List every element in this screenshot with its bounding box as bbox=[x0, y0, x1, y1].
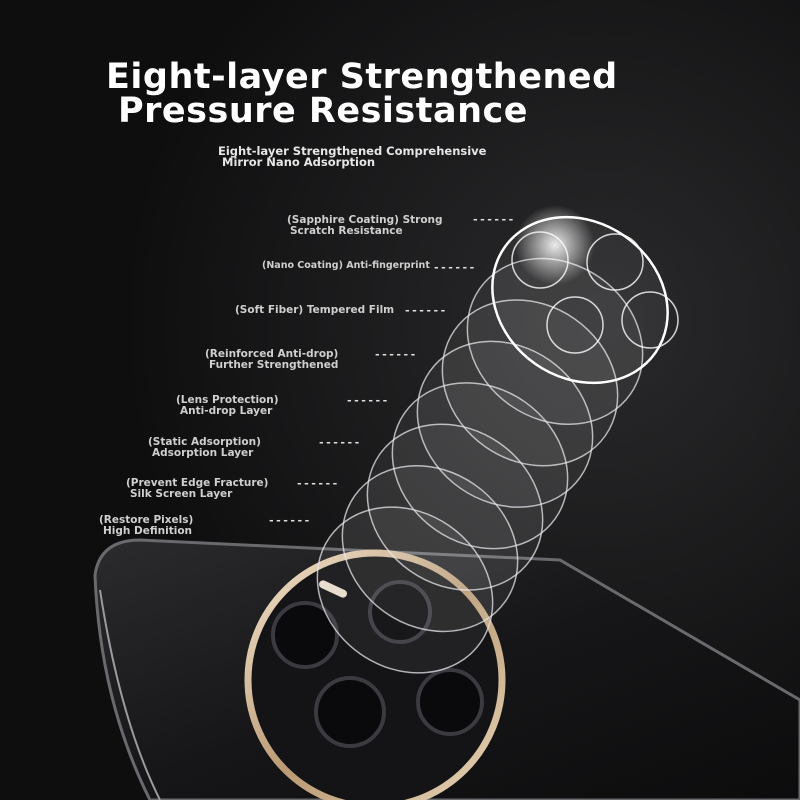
headline-line-1: Eight-layer Strengthened bbox=[106, 57, 618, 97]
leader-line: ------ bbox=[404, 304, 447, 317]
layer-label-5: (Lens Protection)Anti-drop Layer bbox=[176, 394, 279, 417]
camera-lens bbox=[314, 676, 386, 748]
leader-line: ------ bbox=[318, 436, 361, 449]
camera-lens bbox=[416, 668, 484, 736]
layer-label-4: (Reinforced Anti-drop)Further Strengthen… bbox=[205, 348, 339, 371]
layer-label-6: (Static Adsorption)Adsorption Layer bbox=[148, 436, 261, 459]
leader-line: ------ bbox=[374, 348, 417, 361]
layer-label-3: (Soft Fiber) Tempered Film bbox=[235, 304, 395, 316]
camera-module bbox=[244, 549, 506, 800]
lens-cutout bbox=[546, 296, 604, 354]
layer-label-8: (Restore Pixels)High Definition bbox=[99, 514, 194, 537]
camera-lens bbox=[271, 601, 339, 669]
flash bbox=[319, 580, 347, 598]
leader-line: ------ bbox=[346, 394, 389, 407]
leader-line: ------ bbox=[433, 261, 476, 274]
leader-line: ------ bbox=[296, 477, 339, 490]
layer-label-7: (Prevent Edge Fracture)Silk Screen Layer bbox=[126, 477, 269, 500]
subtitle: Eight-layer Strengthened Comprehensive M… bbox=[218, 144, 487, 169]
lens-cutout bbox=[621, 291, 679, 349]
headline-line-2: Pressure Resistance bbox=[118, 91, 529, 131]
light-flare bbox=[515, 205, 595, 285]
phone bbox=[93, 538, 800, 800]
leader-line: ------ bbox=[472, 213, 515, 226]
layer-label-2: (Nano Coating) Anti-fingerprint bbox=[262, 260, 430, 271]
lens-protector-stack bbox=[316, 215, 679, 674]
leader-line: ------ bbox=[268, 514, 311, 527]
subtitle-line-1: Eight-layer Strengthened Comprehensive bbox=[218, 144, 487, 158]
subtitle-line-2: Mirror Nano Adsorption bbox=[222, 155, 376, 169]
